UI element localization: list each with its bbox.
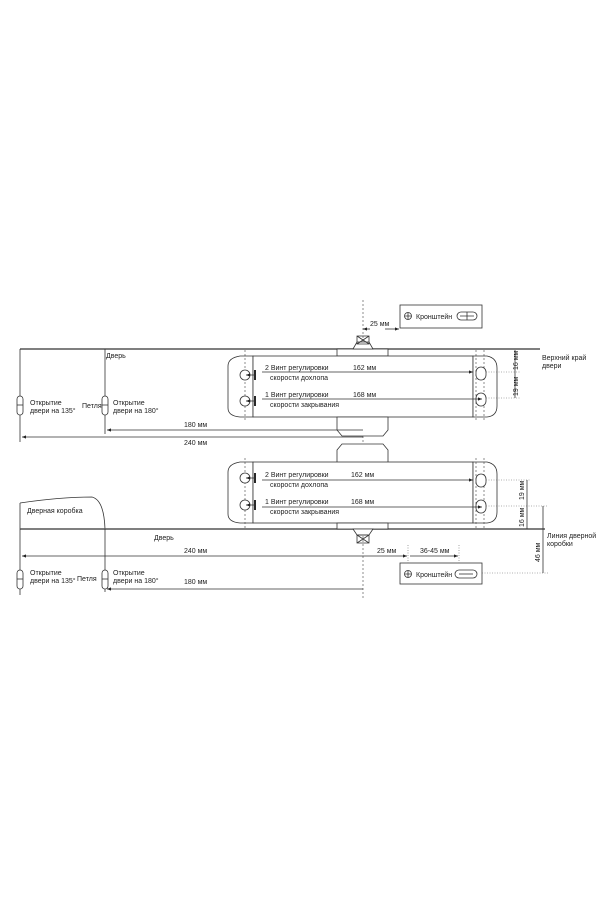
bracket-top: Кронштейн [399,304,483,329]
door-closer-body [227,443,498,544]
open-180-label-2: двери на 180° [113,577,159,585]
open-135-label-2: двери на 135° [30,577,76,585]
dim-36-45-label: 36-45 мм [420,548,450,555]
dim-25-label: 25 мм [377,548,397,555]
screw-1-label: 1 Винт регулировки [265,392,329,399]
dim-240-label: 240 мм [184,548,207,555]
door-frame-outline [19,496,106,530]
slot-hole-icon [475,473,487,488]
top-installation-view: Дверь Открытие двери на 135° Петля Откры… [16,304,586,447]
door-top-edge-label-2: двери [542,363,562,370]
door-closer-body [227,335,498,437]
open-135-label-2: двери на 135° [30,407,76,415]
dim-19-label: 19 мм [519,480,526,500]
slot-hole-icon [475,366,487,381]
screw-1-label: 1 Винт регулировки [265,499,329,506]
open-180-label-2: двери на 180° [113,407,159,415]
dim-162-label: 162 мм [353,365,376,372]
screw-2-label: 2 Винт регулировки [265,365,329,372]
hinge-icon [16,569,24,590]
dim-240-label: 240 мм [184,440,207,447]
dim-168-label: 168 мм [353,392,376,399]
dim-180-label: 180 мм [184,579,207,586]
screw-2-label: 2 Винт регулировки [265,472,329,479]
screw-1-label-2: скорости закрывания [270,509,339,516]
dim-46-label: 46 мм [535,542,542,562]
hinge-icon [16,395,24,416]
door-label: Дверь [154,535,174,542]
dim-16-label: 16 мм [513,350,520,370]
open-180-label: Открытие [113,570,145,577]
dim-162-label: 162 мм [351,472,374,479]
screw-1-label-2: скорости закрывания [270,402,339,409]
frame-line-label: Линия дверной [547,532,596,540]
dim-16-label: 16 мм [519,507,526,527]
hinge-label: Петля [77,576,97,583]
open-180-label: Открытие [113,400,145,407]
slot-hole-icon [475,499,487,514]
screw-2-label-2: скорости дохлопа [270,375,328,382]
door-frame-label: Дверная коробка [27,507,83,515]
bottom-installation-view: Дверная коробка Дверь 2 Винт регулировки… [16,443,596,595]
dim-19-label: 19 мм [513,376,520,396]
open-135-label: Открытие [30,400,62,407]
open-135-label: Открытие [30,570,62,577]
dim-180-label: 180 мм [184,422,207,429]
bracket-label: Кронштейн [416,313,452,321]
bracket-label: Кронштейн [416,571,452,579]
hinge-icon [101,395,109,416]
screw-2-label-2: скорости дохлопа [270,482,328,489]
slot-hole-icon [475,392,487,407]
bracket-bottom: Кронштейн [399,562,483,585]
door-label: Дверь [106,353,126,360]
frame-line-label-2: коробки [547,540,573,548]
dim-168-label: 168 мм [351,499,374,506]
arm-shaft [352,341,374,350]
hinge-icon [101,569,109,590]
hinge-label: Петля [82,403,102,410]
door-top-edge-label: Верхний край [542,354,586,362]
dim-25-label: 25 мм [370,321,390,328]
